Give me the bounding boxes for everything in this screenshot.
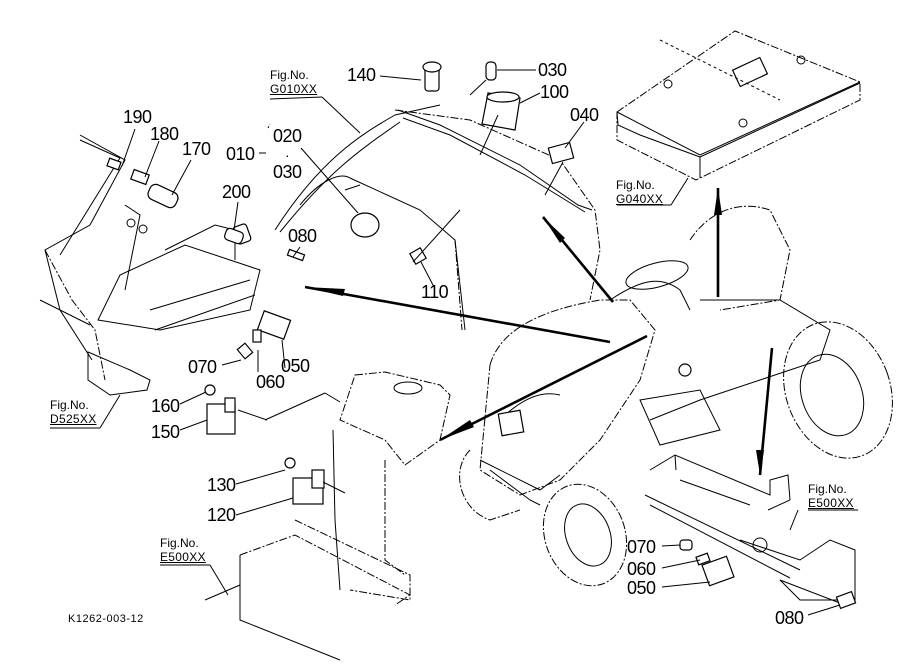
part-label-040[interactable]: 040: [570, 105, 599, 125]
part-label-070-upper[interactable]: 070: [188, 357, 217, 377]
part-label-120[interactable]: 120: [207, 505, 236, 525]
part-030-key: [485, 61, 497, 81]
part-040: [547, 141, 575, 165]
part-080a: [286, 248, 306, 262]
part-130: [284, 457, 296, 469]
arrow-from-post: [439, 334, 648, 442]
part-060a: [252, 329, 262, 343]
part-label-190[interactable]: 190: [123, 107, 152, 127]
figure-ref-e500-left[interactable]: Fig.No. E500XX: [160, 536, 206, 564]
leader-lines: [50, 69, 858, 616]
part-170: [147, 183, 179, 209]
fig-prefix: Fig.No.: [616, 178, 655, 192]
dash-panel-assembly: [274, 104, 601, 331]
part-label-030-key[interactable]: 030: [538, 60, 567, 80]
part-label-150[interactable]: 150: [151, 422, 180, 442]
part-label-200[interactable]: 200: [222, 182, 251, 202]
part-050b: [701, 555, 735, 587]
part-label-110[interactable]: 110: [421, 282, 449, 302]
part-label-050-upper[interactable]: 050: [281, 356, 310, 376]
part-050a: [256, 310, 292, 340]
fig-code[interactable]: E500XX: [160, 550, 206, 564]
part-label-030-meter[interactable]: 030: [273, 162, 302, 182]
fig-prefix: Fig.No.: [160, 536, 199, 550]
part-label-060-upper[interactable]: 060: [256, 372, 285, 392]
part-200: [224, 227, 244, 245]
group-dot: ·: [285, 147, 290, 163]
part-160: [204, 384, 216, 396]
center-console: [204, 371, 451, 661]
part-label-170[interactable]: 170: [182, 139, 211, 159]
part-label-140[interactable]: 140: [347, 65, 376, 85]
small-parts: [106, 61, 735, 587]
fig-code[interactable]: D525XX: [50, 412, 97, 426]
part-070a: [236, 342, 254, 360]
part-label-050-lower[interactable]: 050: [627, 578, 656, 598]
part-label-160[interactable]: 160: [151, 396, 180, 416]
part-070b: [679, 539, 693, 551]
part-label-010[interactable]: 010: [226, 144, 255, 164]
figure-ref-e500-right[interactable]: Fig.No. E500XX: [808, 482, 854, 510]
figure-ref-g010[interactable]: Fig.No. G010XX: [270, 68, 317, 96]
callout-arrows: [304, 188, 774, 476]
fig-prefix: Fig.No.: [808, 482, 847, 496]
part-label-080-upper[interactable]: 080: [288, 226, 317, 246]
part-label-080-lower[interactable]: 080: [775, 608, 804, 628]
tractor-body: [459, 205, 893, 587]
part-020: [350, 212, 380, 238]
fig-prefix: Fig.No.: [50, 398, 89, 412]
figure-ref-d525[interactable]: Fig.No. D525XX: [50, 398, 97, 426]
part-label-060-lower[interactable]: 060: [627, 559, 656, 579]
part-label-180[interactable]: 180: [150, 124, 179, 144]
part-label-100[interactable]: 100: [540, 82, 569, 102]
illustration-code: K1262-003-12: [68, 613, 144, 625]
fig-code[interactable]: G040XX: [616, 192, 664, 206]
arrow-to-dash: [304, 285, 611, 344]
part-label-020[interactable]: 020: [273, 126, 302, 146]
seat-pan-assembly: [616, 30, 861, 181]
part-label-130[interactable]: 130: [207, 475, 236, 495]
pedal-frame-assembly: [39, 134, 261, 396]
part-190: [106, 157, 122, 171]
rear-frame-assembly: [644, 454, 857, 610]
part-180: [130, 168, 150, 186]
fig-code[interactable]: G010XX: [270, 82, 318, 96]
part-label-070-lower[interactable]: 070: [627, 537, 656, 557]
fig-code[interactable]: E500XX: [808, 496, 854, 510]
fig-prefix: Fig.No.: [270, 68, 309, 82]
figure-ref-g040[interactable]: Fig.No. G040XX: [616, 178, 663, 206]
